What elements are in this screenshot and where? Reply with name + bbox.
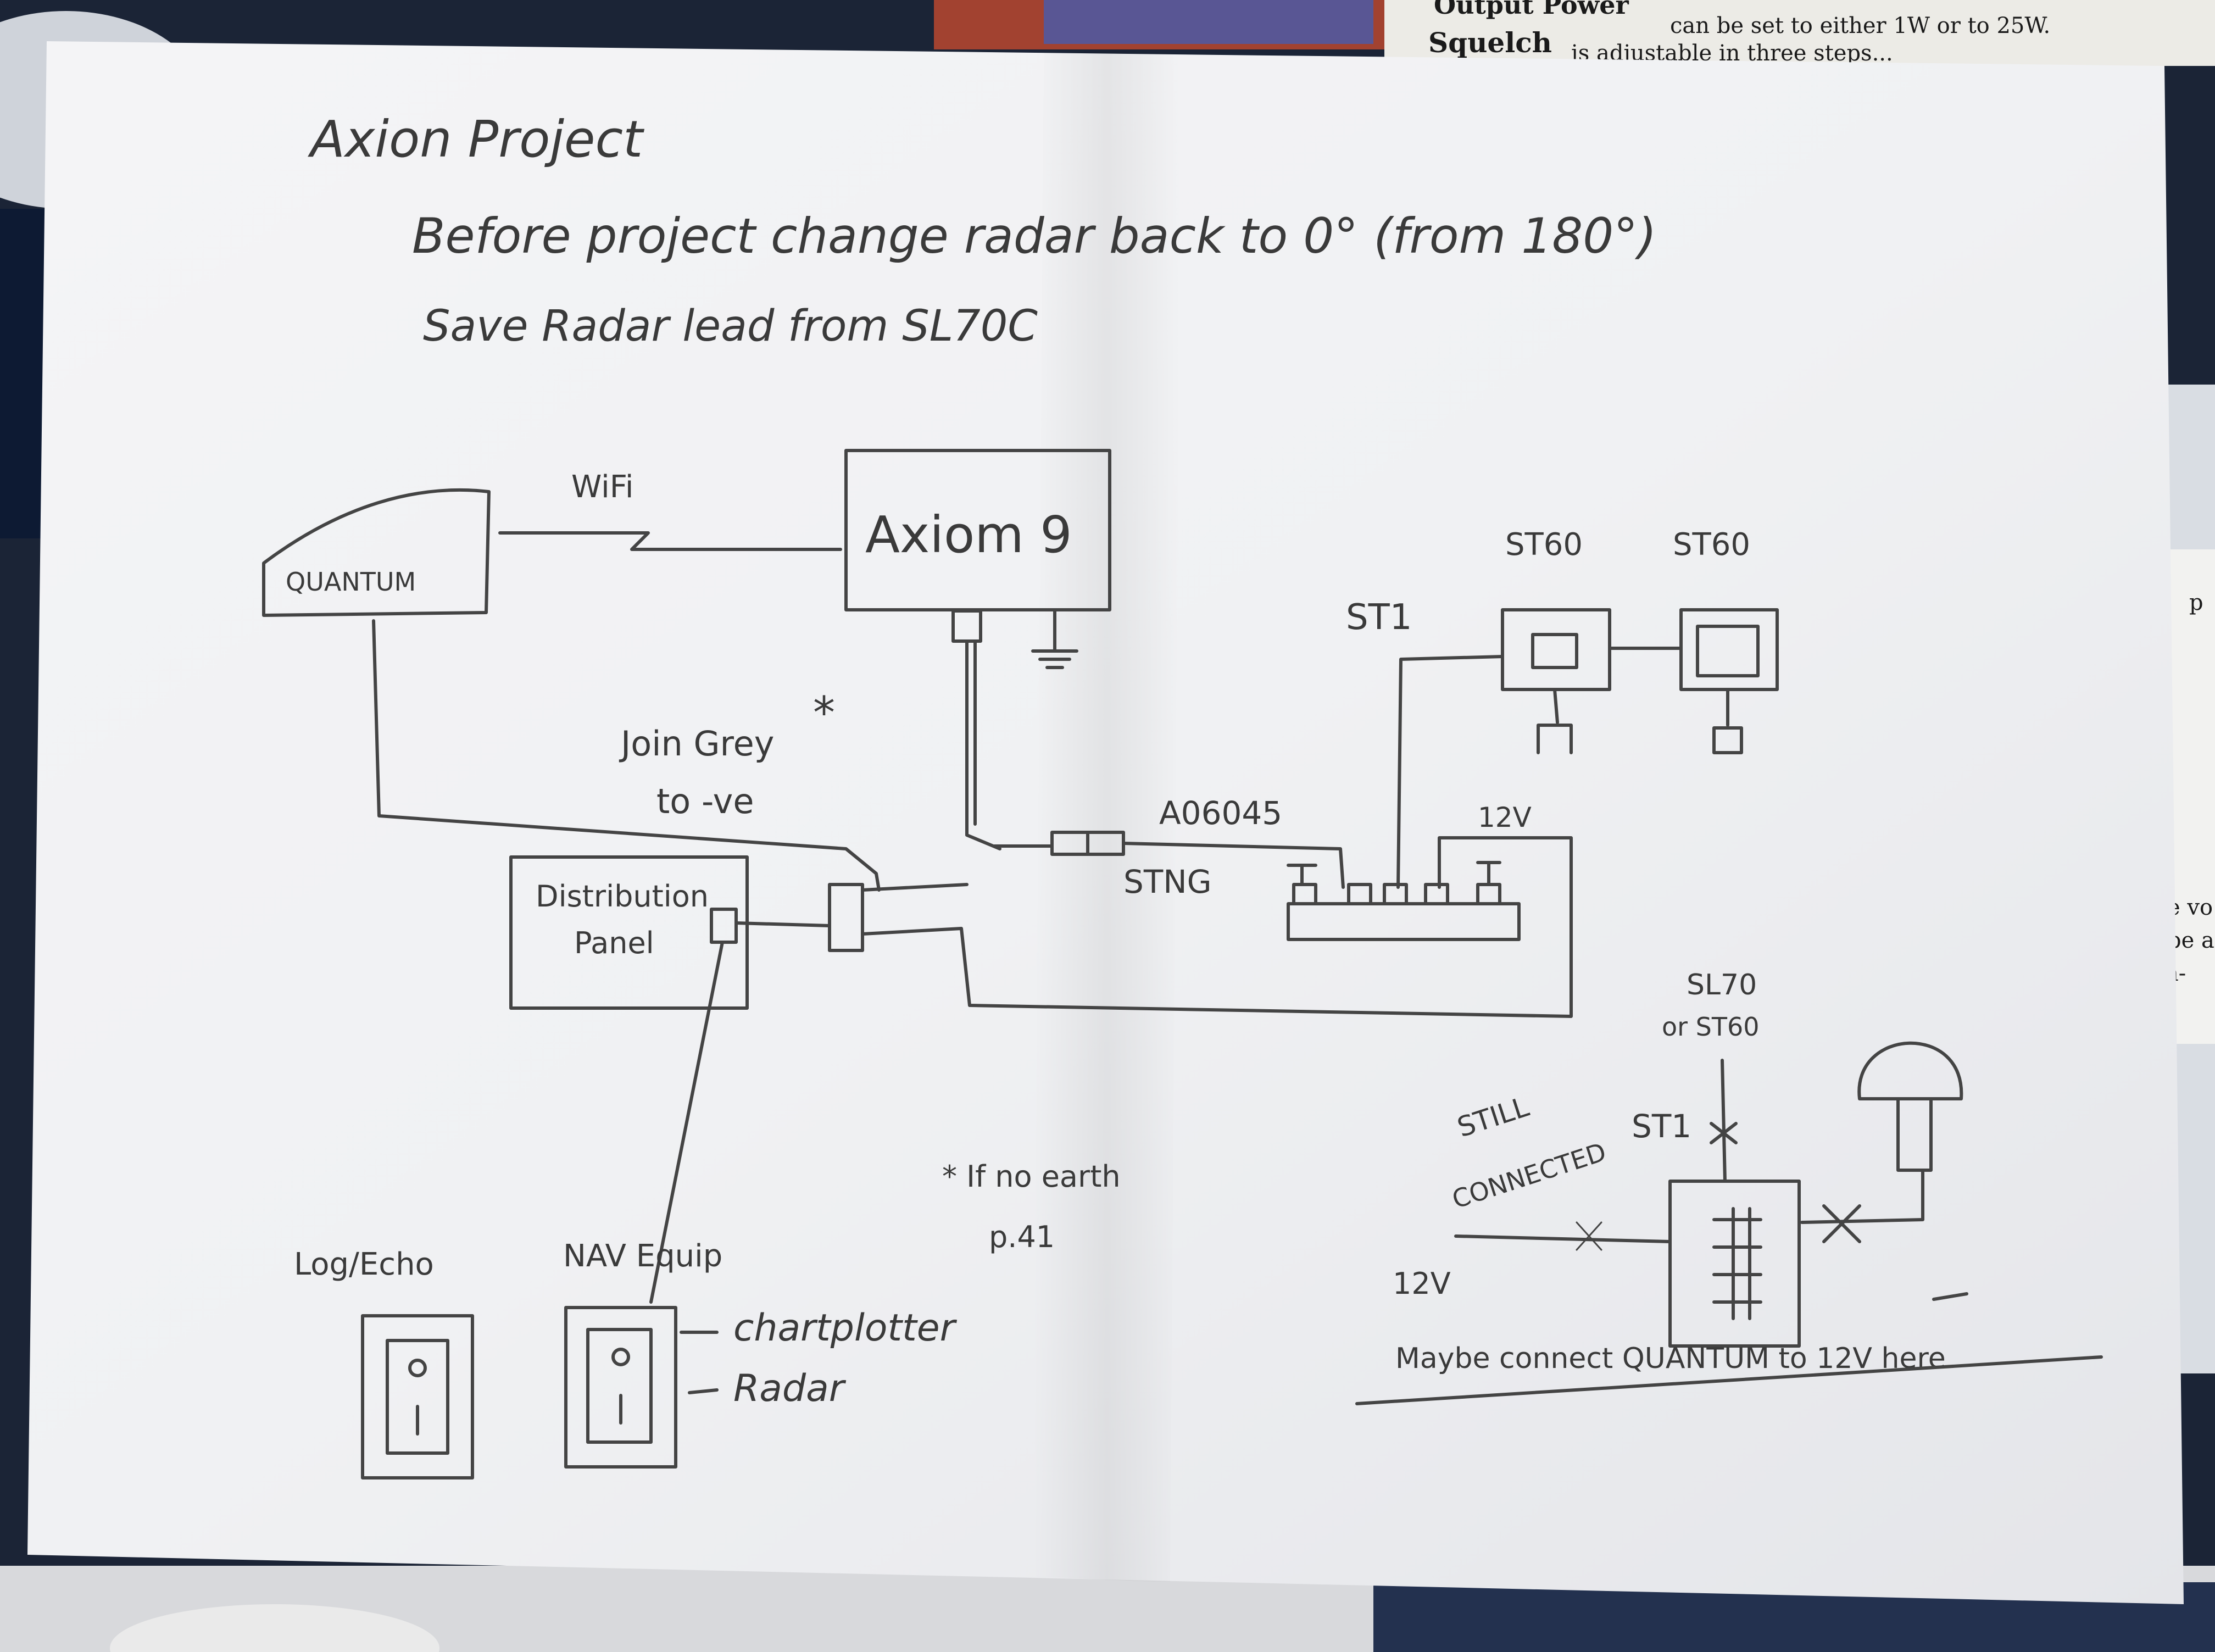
st60-a-label: ST60: [1505, 527, 1583, 563]
manual-line-1-rest: can be set to either 1W or to 25W.: [1670, 13, 2050, 38]
12v-bottom-label: 12V: [1393, 1266, 1451, 1301]
distribution-label: Distribution: [536, 879, 709, 914]
to-ve-label: to -ve: [656, 781, 754, 821]
st1-top-label: ST1: [1346, 597, 1412, 638]
st60-b-label: ST60: [1673, 527, 1750, 563]
distribution-panel-box: [509, 855, 749, 1010]
sl70-label: SL70: [1687, 969, 1757, 1002]
stng-label: STNG: [1123, 863, 1212, 900]
manual-line-1-bold: Output Power: [1434, 0, 1629, 20]
manual-fragment-1: p: [2189, 590, 2203, 615]
handwritten-note-sheet: [27, 41, 2184, 1604]
strike-through-line: [1355, 1355, 2103, 1405]
join-grey-label: Join Grey: [619, 724, 774, 764]
strike-note-label: Maybe connect QUANTUM to 12V here: [1395, 1342, 1946, 1375]
chartplotter-label: chartplotter: [733, 1306, 958, 1350]
page-ref-label: p.41: [989, 1220, 1055, 1254]
note-line-1: Before project change radar back to 0° (…: [412, 208, 1657, 264]
wifi-link: [498, 531, 842, 551]
quantum-label: QUANTUM: [286, 567, 416, 597]
printed-manual-page: Output Power can be set to either 1W or …: [1384, 0, 2215, 1044]
nav-equip-breaker: [564, 1306, 677, 1469]
log-echo-label: Log/Echo: [294, 1247, 434, 1282]
part-number-label: A06045: [1159, 794, 1282, 832]
st1-bottom-label: ST1: [1632, 1108, 1691, 1145]
log-echo-breaker: [361, 1314, 474, 1479]
autopilot-computer-box: [1668, 1180, 1801, 1348]
radar-label: Radar: [733, 1367, 847, 1410]
note-line-2: Save Radar lead from SL70C: [423, 302, 1038, 351]
stng-backbone: [1287, 902, 1521, 941]
gps-antenna-shape: [1857, 1041, 1963, 1100]
nav-equip-label: NAV Equip: [563, 1238, 722, 1274]
12v-top-label: 12V: [1478, 802, 1532, 833]
wifi-label: WiFi: [571, 469, 633, 505]
or-st60-label: or ST60: [1662, 1012, 1760, 1042]
join-grey-asterisk: *: [813, 687, 835, 738]
manual-line-2-bold: Squelch: [1428, 26, 1552, 59]
quantum-radome-shape: [262, 488, 491, 617]
panel-label: Panel: [574, 926, 654, 960]
no-earth-label: * If no earth: [942, 1159, 1121, 1194]
axiom-9-label: Axiom 9: [865, 505, 1072, 564]
note-title: Axion Project: [308, 110, 644, 169]
